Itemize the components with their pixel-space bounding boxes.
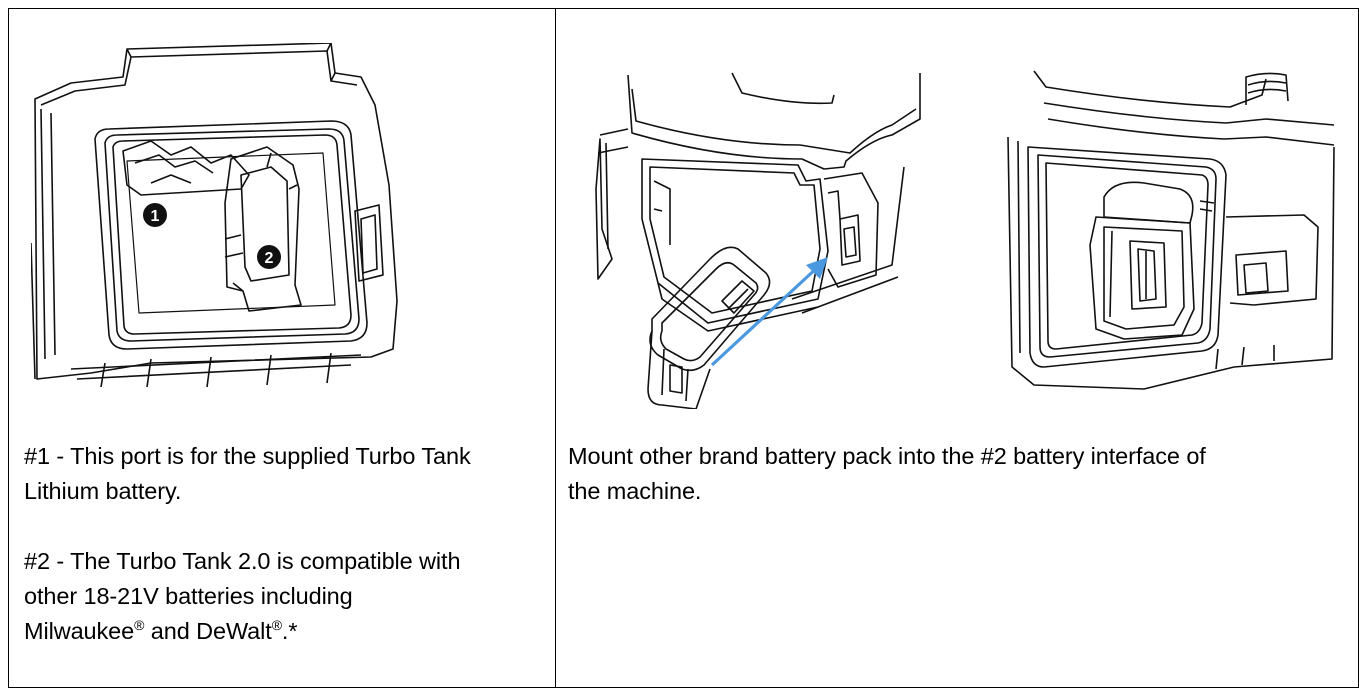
battery-insertion-illustration: [592, 69, 942, 409]
paragraph-port-2: #2 - The Turbo Tank 2.0 is compatible wi…: [24, 544, 544, 649]
paragraph-mount-instruction: Mount other brand battery pack into the …: [568, 439, 1348, 509]
callout-2-label: 2: [265, 250, 274, 267]
port-1-line-1: #1 - This port is for the supplied Turbo…: [24, 443, 471, 469]
registered-mark-1: ®: [134, 617, 145, 633]
right-cell: Mount other brand battery pack into the …: [556, 9, 1358, 687]
callout-1-marker: [143, 203, 167, 227]
registered-mark-2: ®: [271, 617, 282, 633]
insertion-arrow-shaft: [710, 263, 822, 367]
port-2-line-1: #2 - The Turbo Tank 2.0 is compatible wi…: [24, 548, 461, 574]
footnote-marker: .*: [281, 618, 298, 644]
instruction-table: 1 2 #1 - This port is for the supplied T…: [8, 8, 1359, 688]
left-caption: #1 - This port is for the supplied Turbo…: [24, 439, 544, 649]
battery-port-illustration: 1 2: [31, 43, 409, 391]
paragraph-port-1: #1 - This port is for the supplied Turbo…: [24, 439, 544, 509]
right-caption: Mount other brand battery pack into the …: [568, 439, 1348, 509]
mount-line-2: the machine.: [568, 478, 702, 504]
insertion-arrow-head: [806, 257, 828, 279]
brand-dewalt: and DeWalt: [144, 618, 272, 644]
port-1-line-2: Lithium battery.: [24, 478, 182, 504]
mount-line-1: Mount other brand battery pack into the …: [568, 443, 1206, 469]
port-2-line-2: other 18-21V batteries including: [24, 583, 353, 609]
left-cell: 1 2 #1 - This port is for the supplied T…: [9, 9, 555, 687]
column-divider: [555, 9, 556, 687]
battery-mounted-illustration: [1004, 67, 1336, 393]
brand-milwaukee: Milwaukee: [24, 618, 135, 644]
callout-1-label: 1: [151, 208, 160, 225]
callout-2-marker: [257, 245, 281, 269]
